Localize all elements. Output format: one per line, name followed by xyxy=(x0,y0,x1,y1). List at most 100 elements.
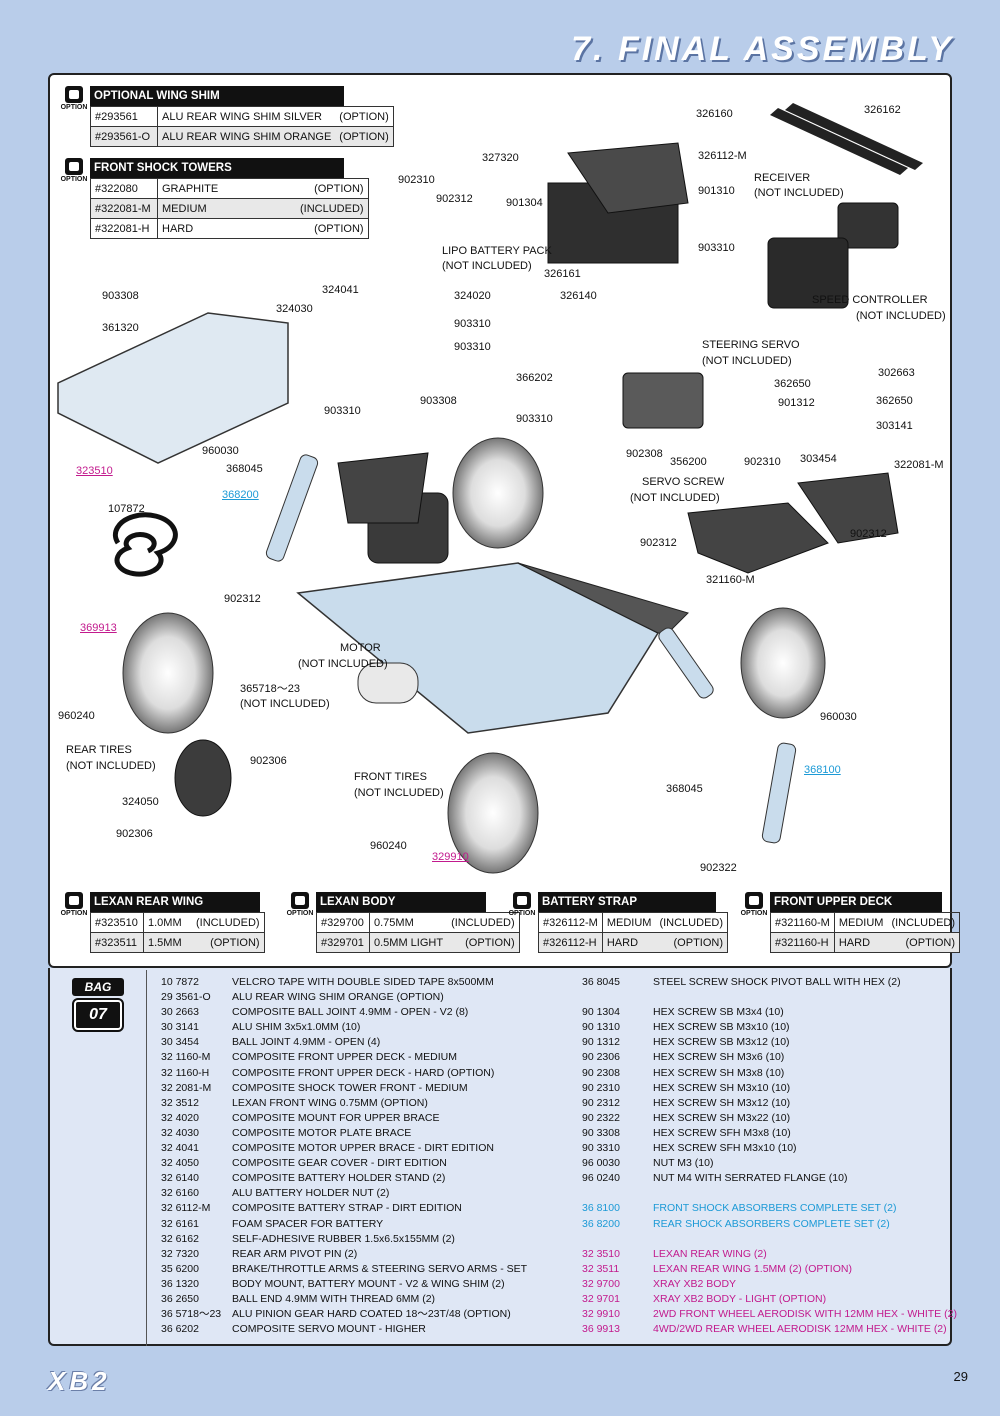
parts-list-item xyxy=(582,1232,620,1247)
steering-servo xyxy=(622,372,704,429)
parts-list-item: 32 7320 xyxy=(161,1247,199,1260)
parts-list-item: COMPOSITE SHOCK TOWER FRONT - MEDIUM xyxy=(232,1081,468,1094)
part-callout: (NOT INCLUDED) xyxy=(856,310,946,322)
parts-list-item: 32 4050 xyxy=(161,1157,199,1170)
parts-list-item: 10 7872 xyxy=(161,976,199,988)
part-callout: (NOT INCLUDED) xyxy=(630,492,720,504)
part-callout: 368045 xyxy=(666,783,703,795)
parts-list-item: 32 3511 xyxy=(582,1262,620,1275)
parts-list-item xyxy=(653,990,957,1005)
part-callout: 326160 xyxy=(696,108,733,120)
part-callout: 326112-M xyxy=(698,150,747,162)
part-callout: 902310 xyxy=(398,174,435,186)
parts-list-item: 36 8200 xyxy=(582,1217,620,1230)
parts-list-item: ALU SHIM 3x5x1.0MM (10) xyxy=(232,1021,361,1034)
parts-list-item: BALL JOINT 4.9MM - OPEN (4) xyxy=(232,1036,381,1049)
parts-list-item: 32 6140 xyxy=(161,1172,199,1185)
parts-list-item: 32 6160 xyxy=(161,1187,199,1200)
part-callout: 960240 xyxy=(370,840,407,852)
parts-list-item: 32 2081-M xyxy=(161,1081,212,1094)
page-title: 7. FINAL ASSEMBLY xyxy=(571,30,954,68)
parts-list-item: 36 8100 xyxy=(582,1202,620,1215)
front-tire-bottom xyxy=(447,752,539,874)
exploded-diagram xyxy=(57,103,923,874)
part-callout: 303141 xyxy=(876,420,913,432)
parts-list-item: COMPOSITE GEAR COVER - DIRT EDITION xyxy=(232,1157,447,1170)
part-callout: 902306 xyxy=(250,755,287,767)
parts-list-item: HEX SCREW SH M3x10 (10) xyxy=(653,1081,791,1094)
motor xyxy=(357,662,419,704)
thumbs-up-icon xyxy=(513,892,531,909)
parts-list-item: LEXAN FRONT WING 0.75MM (OPTION) xyxy=(232,1096,428,1109)
part-callout: 368100 xyxy=(804,764,841,776)
parts-list-item: 90 2312 xyxy=(582,1096,620,1109)
part-callout: 302663 xyxy=(878,367,915,379)
front-shock-2 xyxy=(658,627,714,699)
parts-list-item: LEXAN REAR WING (2) xyxy=(653,1247,767,1260)
parts-list-item: COMPOSITE FRONT UPPER DECK - MEDIUM xyxy=(232,1051,457,1064)
part-callout: 903308 xyxy=(102,290,139,302)
parts-list-item: 32 1160-H xyxy=(161,1066,210,1079)
parts-list-item: 32 3512 xyxy=(161,1096,199,1109)
option-table-title: OPTIONAL WING SHIM xyxy=(90,86,344,106)
part-callout: 903310 xyxy=(698,242,735,254)
parts-list-item: ALU REAR WING SHIM ORANGE (OPTION) xyxy=(232,991,444,1004)
part-callout: FRONT TIRES xyxy=(354,771,427,783)
parts-list-item: 30 2663 xyxy=(161,1006,199,1019)
parts-list-item: 90 3310 xyxy=(582,1142,620,1155)
part-callout: STEERING SERVO xyxy=(702,339,800,351)
rear-shock-tower xyxy=(337,452,429,524)
part-callout: (NOT INCLUDED) xyxy=(442,260,532,272)
parts-list-item: REAR ARM PIVOT PIN (2) xyxy=(232,1247,358,1260)
parts-list-item: XRAY XB2 BODY - LIGHT (OPTION) xyxy=(653,1292,827,1305)
parts-list-item: 90 2308 xyxy=(582,1066,620,1079)
parts-list-item xyxy=(653,1186,957,1201)
front-shock-tower xyxy=(797,472,899,544)
parts-list-item: HEX SCREW SFH M3x8 (10) xyxy=(653,1126,791,1139)
parts-list-item: 32 6161 xyxy=(161,1217,199,1230)
part-callout: 902312 xyxy=(850,528,887,540)
parts-list-item: 90 2306 xyxy=(582,1051,620,1064)
thumbs-up-icon xyxy=(291,892,309,909)
part-callout: 903310 xyxy=(454,341,491,353)
part-callout: 960030 xyxy=(820,711,857,723)
part-callout: 901304 xyxy=(506,197,543,209)
parts-list-item: 32 9910 xyxy=(582,1308,620,1321)
parts-list-item: BODY MOUNT, BATTERY MOUNT - V2 & WING SH… xyxy=(232,1277,505,1290)
option-badge: OPTION xyxy=(58,86,90,111)
part-callout: 902312 xyxy=(640,537,677,549)
parts-list-item: 90 1304 xyxy=(582,1006,620,1019)
parts-list-item: BRAKE/THROTTLE ARMS & STEERING SERVO ARM… xyxy=(232,1262,528,1275)
part-callout: 902310 xyxy=(744,456,781,468)
part-callout: 368045 xyxy=(226,463,263,475)
parts-list-item: LEXAN REAR WING 1.5MM (2) (OPTION) xyxy=(653,1262,852,1275)
parts-list-item: ALU PINION GEAR HARD COATED 18～23T/48 (O… xyxy=(232,1308,511,1321)
front-shock xyxy=(761,742,797,844)
part-callout: 960240 xyxy=(58,710,95,722)
thumbs-up-icon xyxy=(745,892,763,909)
parts-list-item xyxy=(582,1186,620,1201)
parts-list-item: HEX SCREW SB M3x12 (10) xyxy=(653,1036,790,1049)
parts-list-item: FRONT SHOCK ABSORBERS COMPLETE SET (2) xyxy=(653,1202,897,1215)
part-callout: 369913 xyxy=(80,622,117,634)
part-callout: 902312 xyxy=(436,193,473,205)
part-callout: 303454 xyxy=(800,453,837,465)
part-callout: LIPO BATTERY PACK xyxy=(442,245,552,257)
parts-list-item: 36 1320 xyxy=(161,1277,199,1290)
part-callout: 326162 xyxy=(864,104,901,116)
parts-list-item: COMPOSITE FRONT UPPER DECK - HARD (OPTIO… xyxy=(232,1066,495,1079)
part-callout: 903310 xyxy=(516,413,553,425)
part-callout: 327320 xyxy=(482,152,519,164)
parts-list-item: 32 1160-M xyxy=(161,1051,211,1064)
parts-list-item: 90 1310 xyxy=(582,1021,620,1034)
part-callout: 366202 xyxy=(516,372,553,384)
rubber-strips xyxy=(770,108,908,175)
parts-list-item: 32 4020 xyxy=(161,1111,199,1124)
parts-list-item: 36 8045 xyxy=(582,976,620,988)
part-callout: 324041 xyxy=(322,284,359,296)
part-callout: 902308 xyxy=(626,448,663,460)
